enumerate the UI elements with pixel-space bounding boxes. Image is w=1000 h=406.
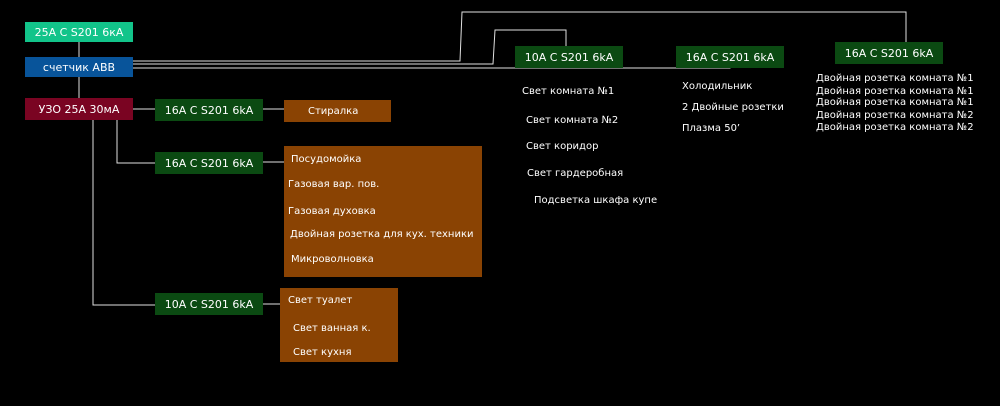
load-box-b2: [284, 146, 482, 277]
line-rcd-to-b3: [92, 120, 155, 306]
load-item: Посудомойка: [291, 154, 362, 165]
load-item: Свет гардеробная: [527, 168, 624, 179]
line-meter-to-top2: [133, 66, 731, 69]
load-item: Двойная розетка комната №1: [816, 86, 974, 97]
load-item: Двойная розетка комната №1: [816, 97, 974, 108]
load-item: 2 Двойные розетки: [682, 102, 784, 113]
meter: счетчик ABB: [25, 57, 133, 77]
load-item: Микроволновка: [291, 254, 374, 265]
load-item: Плазма 50’: [682, 123, 741, 134]
breaker-top3: 16A C S201 6kA: [835, 42, 943, 64]
load-item: Газовая духовка: [288, 206, 376, 217]
line-rcd-to-b2: [116, 120, 155, 164]
load-item: Газовая вар. пов.: [288, 179, 380, 190]
load-item: Свет комната №2: [526, 115, 619, 126]
load-item: Свет коридор: [526, 141, 599, 152]
line-meter-to-top1: [133, 29, 567, 65]
load-item: Двойная розетка комната №1: [816, 73, 974, 84]
load-item: Свет комната №1: [522, 86, 615, 97]
load-item: Свет кухня: [293, 347, 352, 358]
breaker-b1: 16А С S201 6kA: [155, 99, 263, 121]
breaker-b3: 10А С S201 6kA: [155, 293, 263, 315]
load-item: Двойная розетка комната №2: [816, 122, 974, 133]
breaker-b2: 16А С S201 6kA: [155, 152, 263, 174]
main-breaker: 25А С S201 6кА: [25, 22, 133, 42]
load-item: Двойная розетка для кух. техники: [290, 229, 474, 240]
load-item: Подсветка шкафа купе: [534, 195, 658, 206]
breaker-top1: 10A C S201 6kA: [515, 46, 623, 68]
load-box-b3: [280, 288, 398, 362]
load-item: Свет ванная к.: [293, 323, 371, 334]
rcd: УЗО 25А 30мА: [25, 98, 133, 120]
load-box-b1: Стиралка: [284, 100, 391, 122]
load-item: Свет туалет: [288, 295, 353, 306]
load-item: Двойная розетка комната №2: [816, 110, 974, 121]
breaker-top2: 16A C S201 6kA: [676, 46, 784, 68]
load-item: Холодильник: [682, 81, 753, 92]
line-meter-to-top3: [133, 11, 907, 62]
